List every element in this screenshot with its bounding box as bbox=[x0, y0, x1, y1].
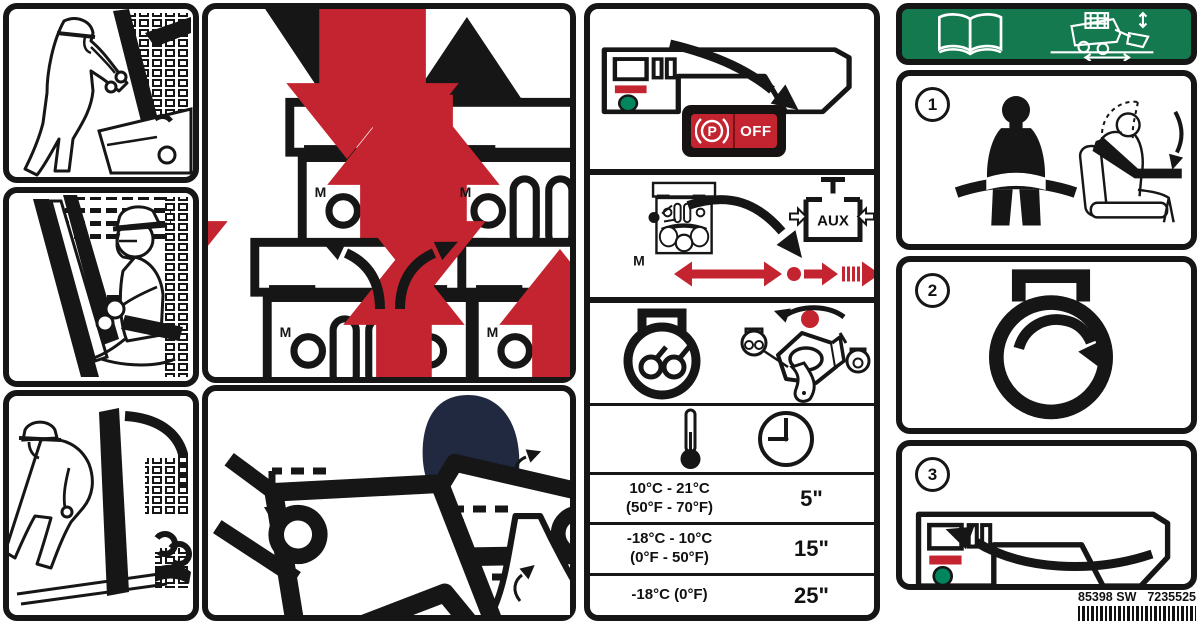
temp-range-c: -18°C (0°F) bbox=[631, 586, 708, 604]
curl-right-arrow-icon bbox=[395, 248, 437, 310]
dashboard-icon bbox=[919, 514, 1168, 584]
manual-book-icon bbox=[938, 13, 1003, 56]
barcode bbox=[1078, 606, 1196, 621]
step-number-1: 1 bbox=[915, 87, 950, 122]
warmup-table-header bbox=[590, 406, 874, 472]
part-code: 7235525 bbox=[1147, 590, 1196, 604]
run-position-icon bbox=[845, 347, 871, 374]
read-manual-banner bbox=[896, 3, 1197, 65]
ignition-red-dot bbox=[801, 310, 819, 328]
warmup-row-1: 10°C - 21°C (50°F - 70°F) 5" bbox=[590, 475, 874, 522]
svg-text:M: M bbox=[633, 253, 645, 269]
parking-brake-symbol: P bbox=[691, 113, 735, 149]
parking-brake-off: OFF bbox=[735, 113, 777, 149]
seat-bar-lower-icon bbox=[1078, 100, 1184, 223]
panel-step-1: 1 bbox=[896, 70, 1197, 250]
temp-range-c: 10°C - 21°C bbox=[629, 479, 710, 497]
part-number: 85398 SW bbox=[1078, 590, 1137, 604]
panel-pedal-functions bbox=[202, 385, 576, 621]
svg-text:M: M bbox=[460, 184, 472, 200]
temp-range-c: -18°C - 10°C bbox=[626, 530, 713, 548]
warmup-duration: 5" bbox=[800, 485, 823, 511]
panel-startup-sequence: P OFF bbox=[584, 3, 880, 621]
flow-arrows-icon bbox=[674, 261, 874, 287]
aux-port-icon bbox=[789, 177, 874, 242]
key-icon bbox=[789, 361, 816, 403]
seatbelt-icon bbox=[954, 96, 1078, 226]
glow-plug-icon bbox=[623, 308, 701, 400]
pointer-arrow-icon bbox=[668, 39, 775, 94]
glow-position-icon bbox=[740, 327, 789, 369]
warmup-duration: 15" bbox=[794, 536, 829, 561]
ignition-switch-icon bbox=[740, 305, 871, 403]
svg-text:M: M bbox=[315, 184, 327, 200]
lever-diagram-group: M M M M bbox=[208, 9, 570, 377]
panel-exit-machine bbox=[3, 390, 199, 621]
part-number-row: 85398 SW 7235525 bbox=[1078, 590, 1196, 604]
down-arrow-icon bbox=[1173, 110, 1184, 154]
panel-step-3: 3 bbox=[896, 440, 1197, 590]
loader-machine-icon bbox=[1050, 11, 1154, 61]
illustration-exit-machine bbox=[9, 408, 192, 606]
svg-text:M: M bbox=[487, 324, 499, 340]
pedal-diagram-group bbox=[208, 391, 570, 615]
clock-icon bbox=[758, 411, 814, 467]
engine-run-icon bbox=[988, 269, 1114, 420]
warmup-duration: 25" bbox=[794, 582, 829, 608]
warmup-row-2: -18°C - 10°C (0°F - 50°F) 15" bbox=[590, 525, 874, 573]
svg-text:AUX: AUX bbox=[817, 213, 849, 230]
illustration-operator-seated bbox=[33, 195, 191, 377]
pointer-arrow-icon bbox=[686, 195, 786, 235]
curl-left-arrow-icon bbox=[343, 248, 385, 310]
svg-text:M: M bbox=[280, 324, 292, 340]
joystick-icon bbox=[653, 183, 715, 253]
thermometer-icon bbox=[680, 408, 701, 469]
pointer-arrow-icon bbox=[973, 538, 1154, 571]
panel-enter-machine bbox=[3, 3, 199, 183]
temp-range-f: (50°F - 70°F) bbox=[626, 498, 714, 516]
parking-brake-icon bbox=[694, 118, 730, 144]
temp-range-f: (0°F - 50°F) bbox=[630, 549, 709, 566]
section-glow-plug-ignition bbox=[590, 303, 874, 403]
panel-operator-seated bbox=[3, 187, 199, 387]
warmup-row-3: -18°C (0°F) 25" bbox=[590, 576, 874, 615]
section-parking-brake: P OFF bbox=[590, 9, 874, 169]
parking-brake-switch: P OFF bbox=[682, 105, 786, 157]
section-aux-hydraulics: AUX M bbox=[590, 175, 874, 297]
step-number-3: 3 bbox=[915, 457, 950, 492]
step-number-2: 2 bbox=[915, 273, 950, 308]
panel-step-2: 2 bbox=[896, 256, 1197, 434]
illustration-enter-machine bbox=[23, 9, 193, 177]
panel-lever-functions: M M M M bbox=[202, 3, 576, 383]
